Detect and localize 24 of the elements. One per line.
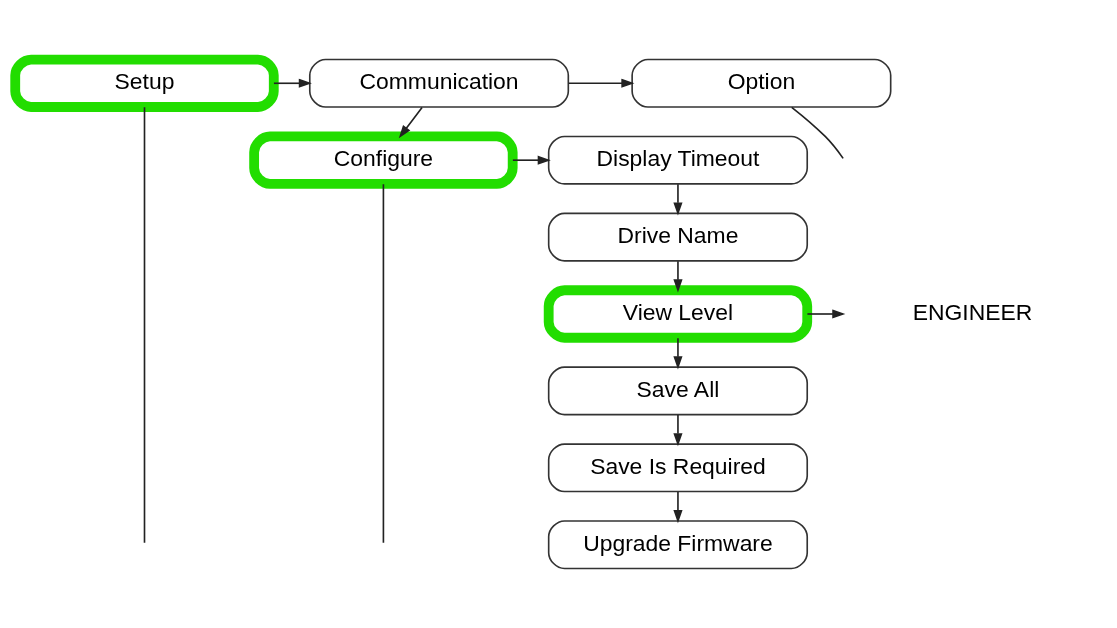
node-box: Setup — [10, 54, 279, 112]
arrow — [673, 491, 683, 524]
node-box: Option — [631, 58, 892, 108]
arrow — [512, 155, 551, 165]
arrow — [567, 78, 635, 88]
arrow — [673, 414, 683, 447]
node-text: ENGINEER — [912, 299, 1033, 326]
arrow — [806, 309, 846, 319]
arrow — [673, 337, 683, 370]
arrow — [273, 78, 312, 88]
node-box: Communication — [308, 58, 570, 108]
connector — [143, 106, 146, 544]
arrow — [398, 106, 423, 139]
node-box: Save All — [547, 366, 809, 416]
node-box: View Level — [543, 285, 813, 343]
connector — [382, 183, 385, 544]
arrow — [673, 260, 683, 293]
node-box: Save Is Required — [547, 443, 809, 493]
node-box: Configure — [249, 131, 518, 189]
node-box: Drive Name — [547, 212, 809, 262]
arrow — [673, 183, 683, 216]
connector — [790, 106, 844, 160]
node-box: Display Timeout — [547, 135, 809, 185]
node-box: Upgrade Firmware — [547, 520, 809, 570]
